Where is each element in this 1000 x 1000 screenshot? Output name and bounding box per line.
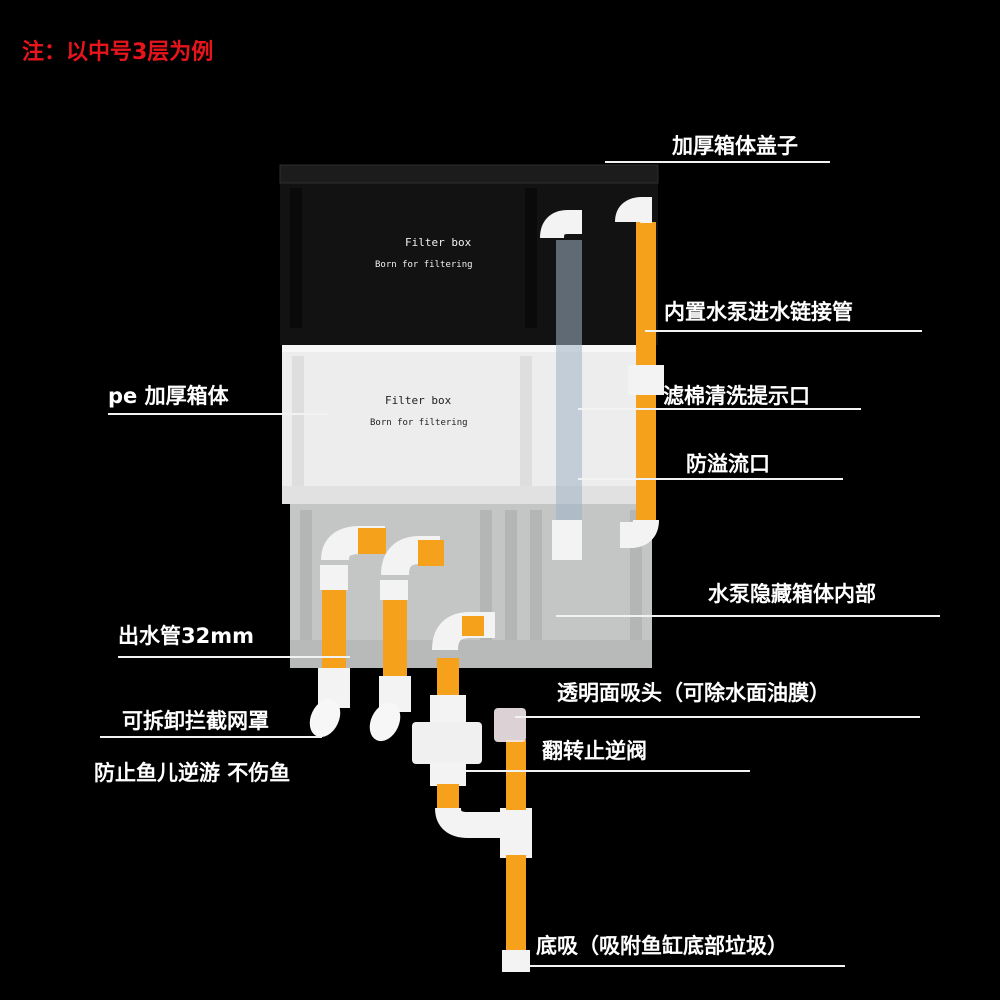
label-pe-box: pe 加厚箱体 [108, 384, 229, 408]
callout-line-pump-inlet [645, 330, 922, 332]
sight-tube [556, 240, 582, 530]
callout-line-bottom-suction [520, 965, 845, 967]
box-text-2b: Born for filtering [370, 418, 468, 428]
label-bottom-suction: 底吸（吸附鱼缸底部垃圾） [536, 934, 788, 958]
label-pump-inlet: 内置水泵进水链接管 [664, 300, 853, 324]
callout-line-pe-box [108, 413, 328, 415]
label-outlet-pipe: 出水管32mm [118, 624, 254, 648]
callout-line-sponge-window [578, 408, 861, 410]
suction-assembly [412, 612, 532, 972]
box-text-1b: Born for filtering [375, 260, 473, 270]
label-check-valve: 翻转止逆阀 [542, 739, 647, 763]
label-skimmer: 透明面吸头（可除水面油膜） [557, 681, 830, 705]
callout-line-lid [605, 161, 830, 163]
black-box [279, 164, 659, 345]
box-text-2a: Filter box [385, 394, 452, 407]
callout-line-check-valve [452, 770, 750, 772]
outlet-pipes [309, 526, 444, 742]
label-guard-note: 防止鱼儿逆游 不伤鱼 [94, 761, 291, 785]
callout-line-guard [100, 736, 322, 738]
label-pump-hidden: 水泵隐藏箱体内部 [708, 582, 876, 606]
callout-line-overflow [578, 478, 843, 480]
label-guard: 可拆卸拦截网罩 [122, 709, 269, 733]
label-lid: 加厚箱体盖子 [672, 134, 798, 158]
callout-line-pump-hidden [556, 615, 940, 617]
inlet-pipe [552, 197, 664, 560]
label-sponge-window: 滤棉清洗提示口 [663, 384, 810, 408]
note-text: 注：以中号3层为例 [22, 40, 214, 65]
box-text-1a: Filter box [405, 236, 472, 249]
gray-box [290, 485, 652, 668]
label-overflow: 防溢流口 [686, 452, 770, 476]
callout-line-skimmer [515, 716, 920, 718]
callout-line-outlet-pipe [118, 656, 350, 658]
